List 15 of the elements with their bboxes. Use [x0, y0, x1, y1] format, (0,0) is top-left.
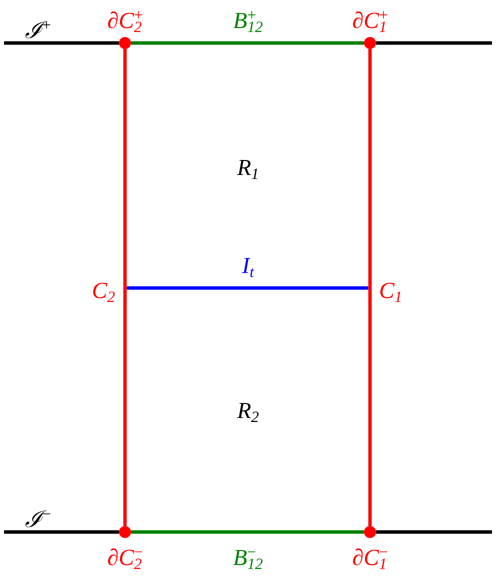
endpoint-dot	[364, 37, 376, 49]
boundary-line	[368, 49, 372, 526]
boundary-line	[123, 49, 127, 526]
infinity-label: ℐ$^{−}$	[25, 508, 51, 530]
endpoint-dot	[119, 526, 131, 538]
edge-label: C$_{2}$	[92, 278, 115, 302]
boundary-line	[131, 41, 364, 45]
endpoint-dot	[119, 37, 131, 49]
infinity-label: ℐ$^{+}$	[25, 18, 51, 42]
region-label: R$_{2}$	[237, 398, 259, 422]
slice-label: I$_{t}$	[242, 254, 254, 276]
boundary-line	[131, 530, 364, 534]
region-label: R$_{1}$	[237, 156, 259, 178]
endpoint-dot	[364, 526, 376, 538]
edge-label: C$_{1}$	[379, 278, 402, 302]
